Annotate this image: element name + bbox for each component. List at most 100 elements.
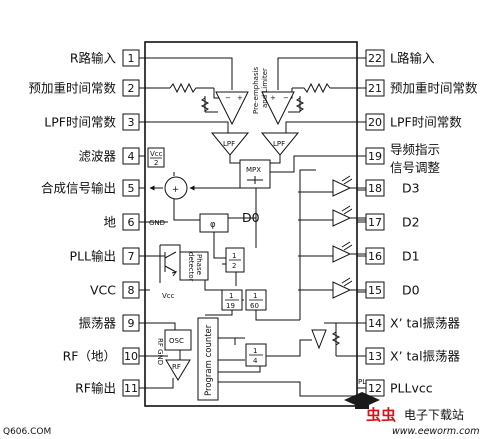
vcc-half-bottom: 2 <box>154 159 158 167</box>
pin-box <box>365 79 385 97</box>
led-arrow-icon <box>341 241 353 251</box>
right-lpf-triangle-icon <box>260 132 300 156</box>
program-counter-label: Program counter <box>204 324 214 396</box>
pin-label: 预加重时间常数 <box>28 81 116 96</box>
right-opamp-plus: + <box>270 94 276 102</box>
summer-icon <box>164 176 188 200</box>
led-arrow-icon <box>341 175 353 185</box>
svg-text:RF GND: RF GND <box>156 338 164 365</box>
vcc-half-box <box>147 147 165 168</box>
pin-number: 10 <box>124 350 138 363</box>
pin-number: 4 <box>128 150 135 163</box>
osc-block <box>164 329 192 351</box>
pin-label: VCC <box>90 283 116 298</box>
pin-number: 1 <box>128 52 135 65</box>
pin-label: 合成信号输出 <box>41 181 116 196</box>
pin-label: R路输入 <box>70 51 117 66</box>
left-pin-8: 8 VCC <box>90 281 145 299</box>
phi-label: φ <box>210 220 216 230</box>
left-pin-6: 6地 <box>103 213 145 231</box>
pin-number: 22 <box>368 52 382 65</box>
pin-number: 7 <box>128 250 135 263</box>
pin-box <box>365 379 385 397</box>
pin-number: 14 <box>368 317 382 330</box>
led-arrow-icon <box>341 277 353 287</box>
left-opamp-plus: + <box>237 94 243 102</box>
left-lpf-triangle-icon <box>210 132 250 156</box>
osc-label: OSC <box>169 337 184 345</box>
watermark-brand-text: 电子下载站 <box>404 408 464 422</box>
pin-number: 19 <box>368 150 382 163</box>
svg-text:Program counter: Program counter <box>204 324 214 396</box>
led-driver-2 <box>332 205 366 227</box>
led-driver-3 <box>332 175 366 197</box>
svg-text:detector: detector <box>187 252 195 282</box>
watermark-brand-mark: 虫虫 <box>366 406 396 424</box>
right-pin-14: 14 X’ tal振荡器 <box>357 314 461 332</box>
buffer-triangle-icon <box>332 209 352 227</box>
pl-label: PL <box>358 378 366 386</box>
program-counter-block <box>197 317 219 401</box>
left-op-amp-icon <box>215 91 249 126</box>
pin-label: 预加重时间常数 <box>390 81 478 96</box>
left-pins: 1 R路输入 2 预加重时间常数 3 LPF时间常数 4 滤波器 5 合成信号输出 6地 7PLL输出… <box>28 49 145 397</box>
watermark-left-site: Q606.COM <box>3 427 51 437</box>
pin-number: 17 <box>368 216 382 229</box>
phase-detector-block <box>179 251 209 281</box>
left-pin-2: 2 预加重时间常数 <box>28 79 145 97</box>
right-pin-13: 13 X’ tal振荡器 <box>357 347 461 365</box>
pin-label: X’ tal振荡器 <box>390 316 461 331</box>
pin-number: 5 <box>128 182 135 195</box>
pin-number: 9 <box>128 317 135 330</box>
pin-label: 导频指示 <box>390 142 440 157</box>
right-pin-19: 19 导频指示 <box>357 142 440 165</box>
pin-box <box>365 213 385 231</box>
div2-num: 1 <box>232 252 236 260</box>
pin-box <box>365 147 385 165</box>
pin-number: 2 <box>128 82 135 95</box>
pin-number: 13 <box>368 350 382 363</box>
rf-amp-triangle-icon <box>165 359 191 381</box>
pin-box <box>365 314 385 332</box>
gnd-label: GND <box>149 219 165 227</box>
right-op-amp-icon <box>261 91 295 126</box>
pin-label: D0 <box>402 283 420 298</box>
pin-label: D3 <box>402 181 420 196</box>
pin-box <box>365 347 385 365</box>
pin-label: RF输出 <box>75 381 116 396</box>
chip-body <box>144 41 358 407</box>
pin-number: 12 <box>368 382 382 395</box>
led-drivers <box>332 175 366 299</box>
watermark-url: www.eeworm.com <box>392 426 479 437</box>
pin-label: X’ tal振荡器 <box>390 349 461 364</box>
pin-label: 滤波器 <box>78 149 116 164</box>
led-driver-0 <box>332 277 366 299</box>
led-driver-1 <box>332 241 366 263</box>
pin-number: 16 <box>368 250 382 263</box>
phase-detector-label: Phase detector <box>187 252 203 282</box>
op-amps <box>165 91 327 381</box>
graduation-cap-icon <box>344 392 380 408</box>
pin-number: 3 <box>128 116 135 129</box>
buffer-triangle-icon <box>332 245 352 263</box>
pin-label: L路输入 <box>390 51 435 66</box>
right-opamp-minus: − <box>283 94 289 102</box>
left-pin-1: 1 R路输入 <box>70 49 145 67</box>
crystal-inverter-icon <box>311 329 327 350</box>
pin-label: LPF时间常数 <box>44 115 116 130</box>
svg-text:+: + <box>172 185 179 195</box>
pin-number: 8 <box>128 284 135 297</box>
left-opamp-minus: − <box>225 94 231 102</box>
pin-number: 20 <box>368 116 382 129</box>
pin-label: 地 <box>103 215 116 230</box>
pin-number: 21 <box>368 82 382 95</box>
pin-label: D2 <box>402 215 420 230</box>
